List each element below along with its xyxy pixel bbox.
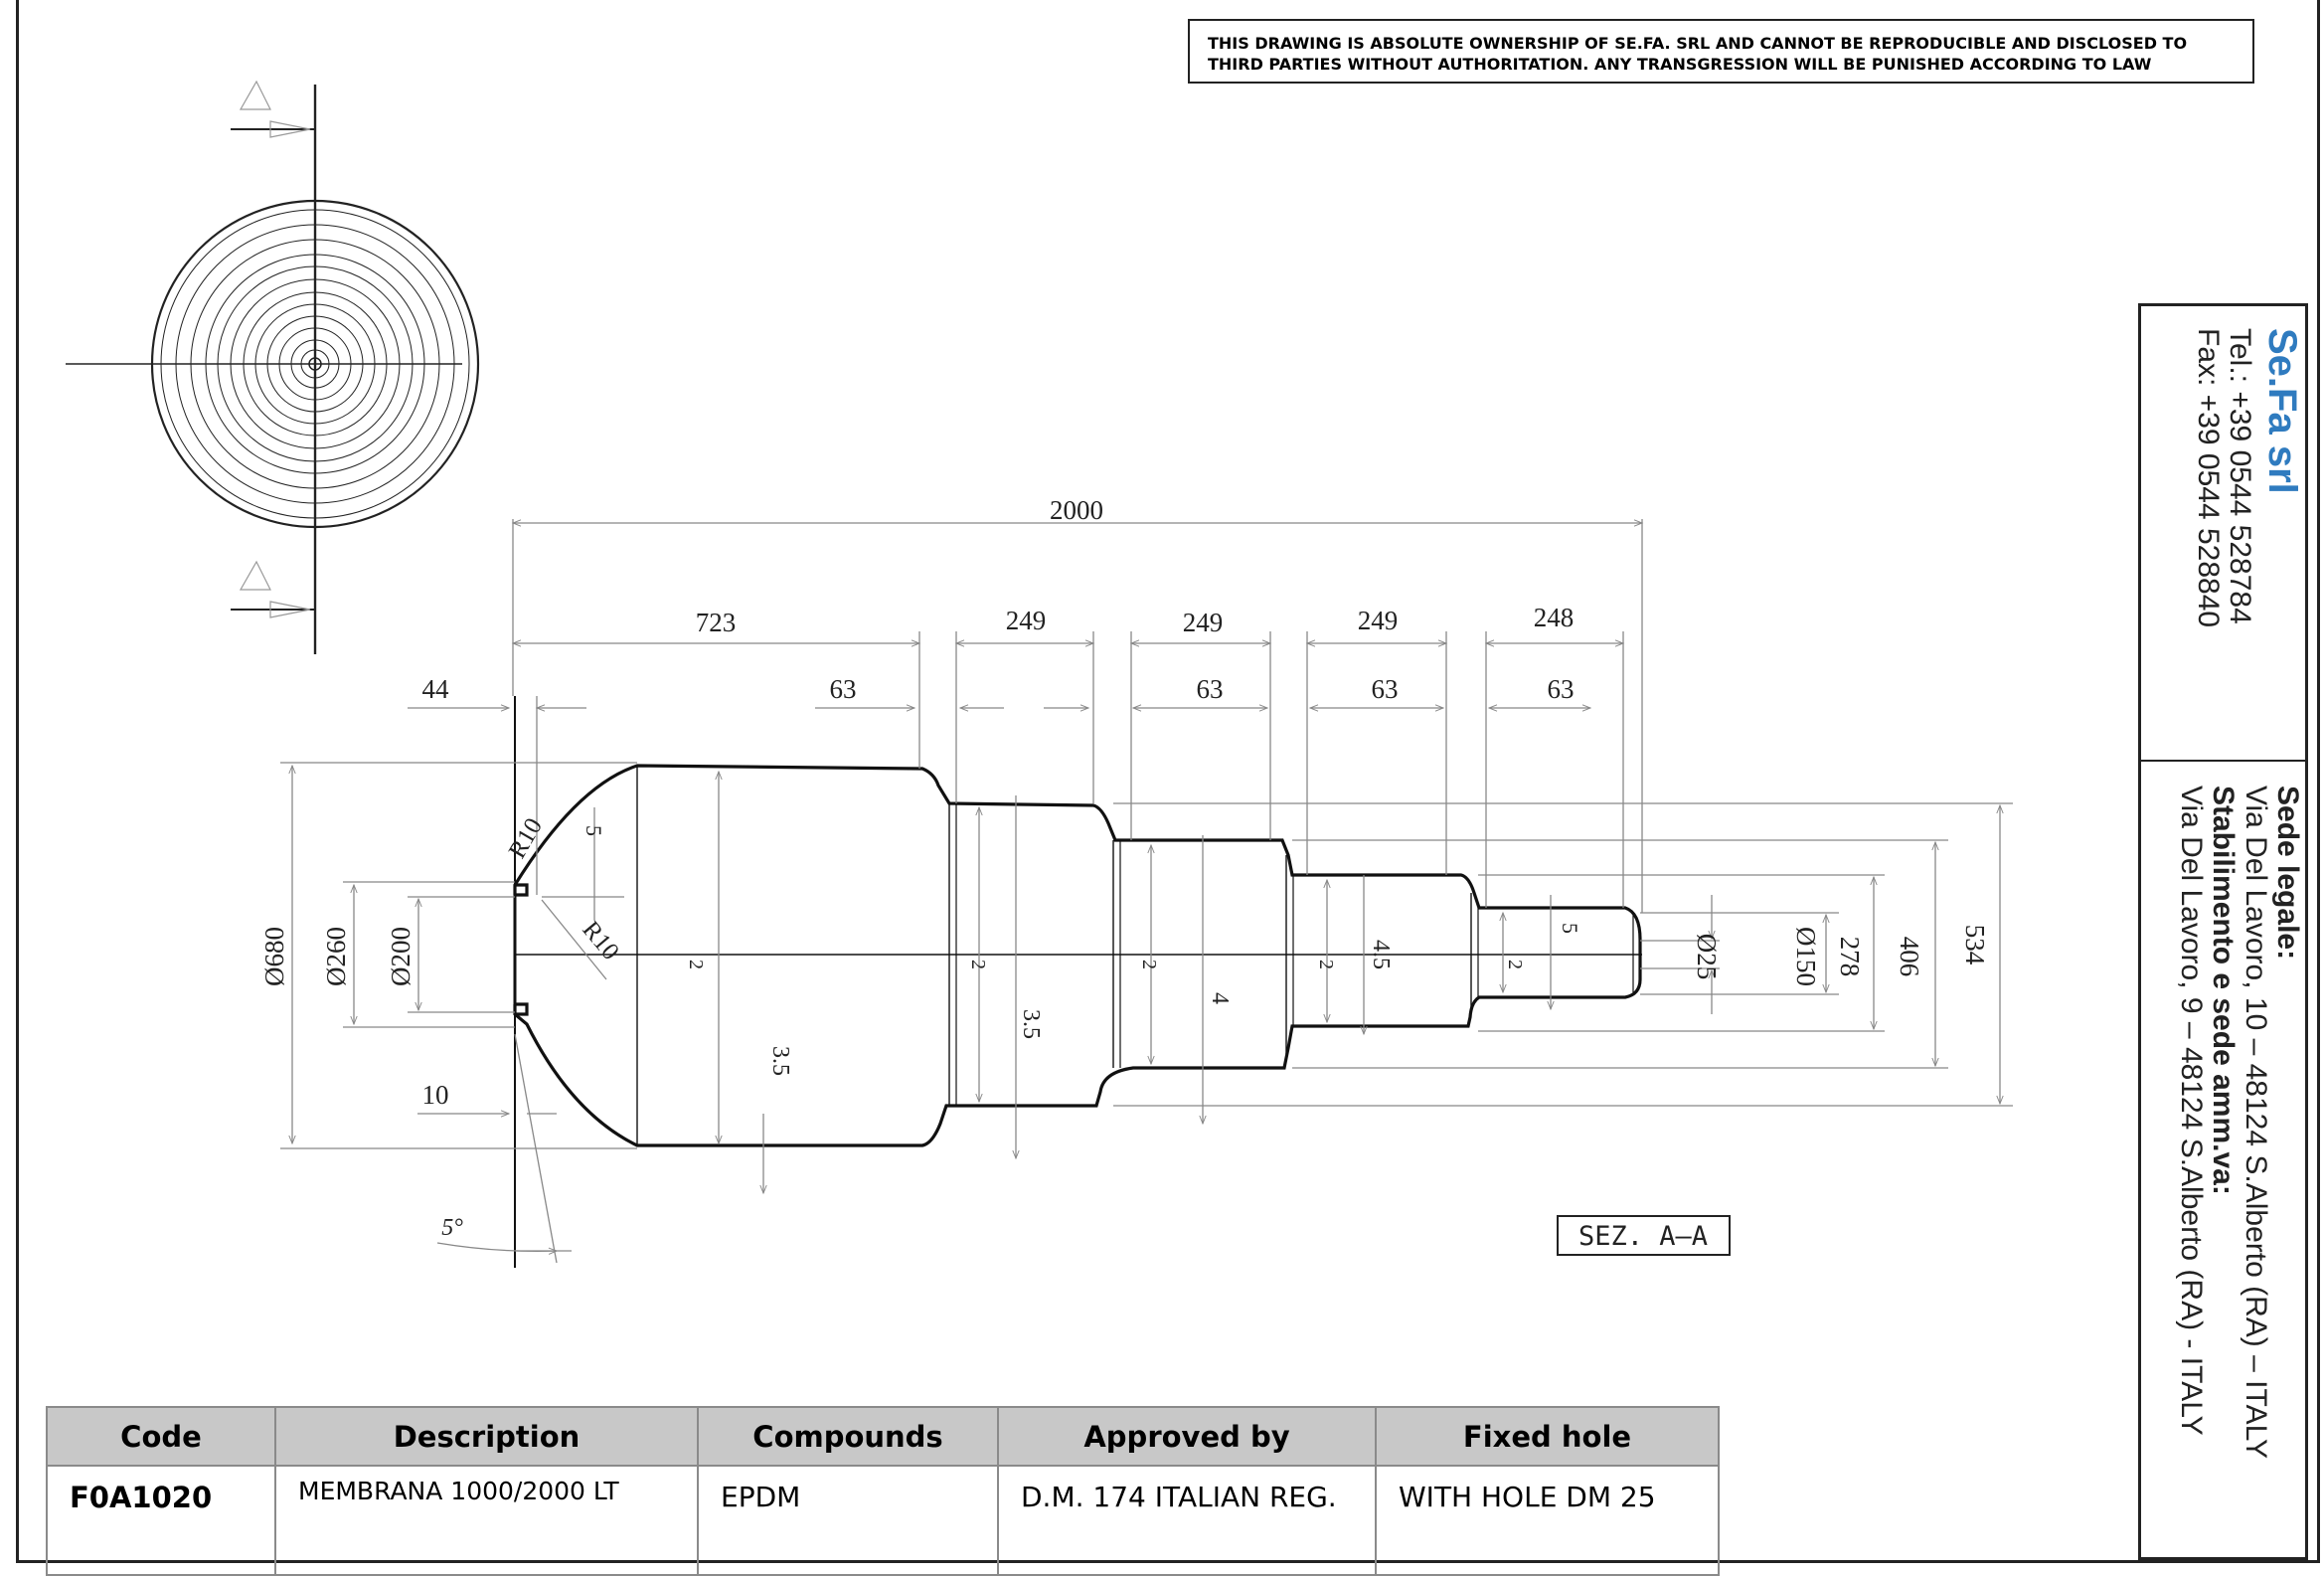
dim-44: 44 [422,674,450,704]
ownership-notice: THIS DRAWING IS ABSOLUTE OWNERSHIP OF SE… [1188,19,2254,84]
header-description: Description [274,1406,699,1467]
cell-code: F0A1020 [46,1465,276,1576]
dim-249-b: 249 [1183,608,1224,637]
sede-legale-label: Sede legale: [2271,786,2304,961]
part-info-table: Code Description Compounds Approved by F… [46,1406,1720,1576]
table-row: F0A1020 MEMBRANA 1000/2000 LT EPDM D.M. … [46,1465,1720,1576]
notice-line-2: THIRD PARTIES WITHOUT AUTHORITATION. ANY… [1208,55,2152,74]
membrane-profile [513,696,1642,1268]
stabilimento-label: Stabilimento e sede amm.va: [2207,786,2240,1195]
dim-249-a: 249 [1006,606,1047,635]
neck-5: 5 [581,825,606,836]
dim-63-b: 63 [1197,674,1224,704]
dim-dia-150: Ø150 [1791,927,1821,986]
cell-fixed-hole: WITH HOLE DM 25 [1375,1465,1720,1576]
dim-723: 723 [696,608,737,637]
cell-compounds: EPDM [697,1465,999,1576]
header-compounds: Compounds [697,1406,999,1467]
dim-63-d: 63 [1548,674,1575,704]
thick-3-5-a: 3.5 [767,1046,793,1076]
radius-r10-a: R10 [504,813,548,863]
dim-63-c: 63 [1372,674,1399,704]
table-header-row: Code Description Compounds Approved by F… [46,1406,1720,1467]
dim-2000: 2000 [1050,495,1103,525]
notice-line-1: THIS DRAWING IS ABSOLUTE OWNERSHIP OF SE… [1208,34,2188,53]
dim-278: 278 [1835,937,1865,977]
company-tel: Tel.: +39 0544 528784 [2224,328,2256,624]
dim-dia-680: Ø680 [259,927,289,986]
dim-534: 534 [1960,925,1990,965]
thick-2-b: 2 [967,960,989,969]
angle-5-deg: 5° [441,1215,463,1241]
title-block: Se.Fa srl Tel.: +39 0544 528784 Fax: +39… [2138,303,2308,1560]
dim-249-c: 249 [1358,606,1399,635]
radius-r10-b: R10 [577,917,623,965]
thick-2-a: 2 [685,960,707,969]
dim-dia-200: Ø200 [386,927,415,986]
neck-10: 10 [422,1080,449,1110]
dim-dia-260: Ø260 [321,927,351,986]
stabilimento-address: Via Del Lavoro, 9 – 48124 S.Alberto (RA)… [2175,786,2208,1436]
dim-63-a: 63 [830,674,857,704]
section-label: SEZ. A–A [1557,1215,1731,1256]
dimension-lines [280,519,2013,1264]
header-code: Code [46,1406,276,1467]
dim-406: 406 [1895,937,1924,977]
cell-description: MEMBRANA 1000/2000 LT [274,1465,699,1576]
title-block-divider [2141,760,2305,762]
thick-2-d: 2 [1315,960,1337,969]
end-view [66,80,480,654]
thick-4-5: 4.5 [1368,940,1394,969]
dim-dia-25: Ø25 [1692,934,1722,980]
header-approved-by: Approved by [997,1406,1377,1467]
section-label-text: SEZ. A–A [1578,1221,1708,1252]
thick-2-e: 2 [1504,960,1526,969]
thick-5: 5 [1558,923,1582,934]
company-name: Se.Fa srl [2260,328,2304,494]
dimension-texts: 2000 723 249 249 249 248 44 63 63 63 63 … [259,495,1990,1241]
dim-248: 248 [1534,603,1575,632]
thick-4: 4 [1207,992,1233,1004]
sede-legale-address: Via Del Lavoro, 10 – 48124 S.Alberto (RA… [2240,786,2272,1460]
cell-approved-by: D.M. 174 ITALIAN REG. [997,1465,1377,1576]
thick-2-c: 2 [1138,960,1160,969]
company-fax: Fax: +39 0544 528840 [2192,328,2225,628]
thick-3-5-b: 3.5 [1018,1009,1044,1039]
header-fixed-hole: Fixed hole [1375,1406,1720,1467]
